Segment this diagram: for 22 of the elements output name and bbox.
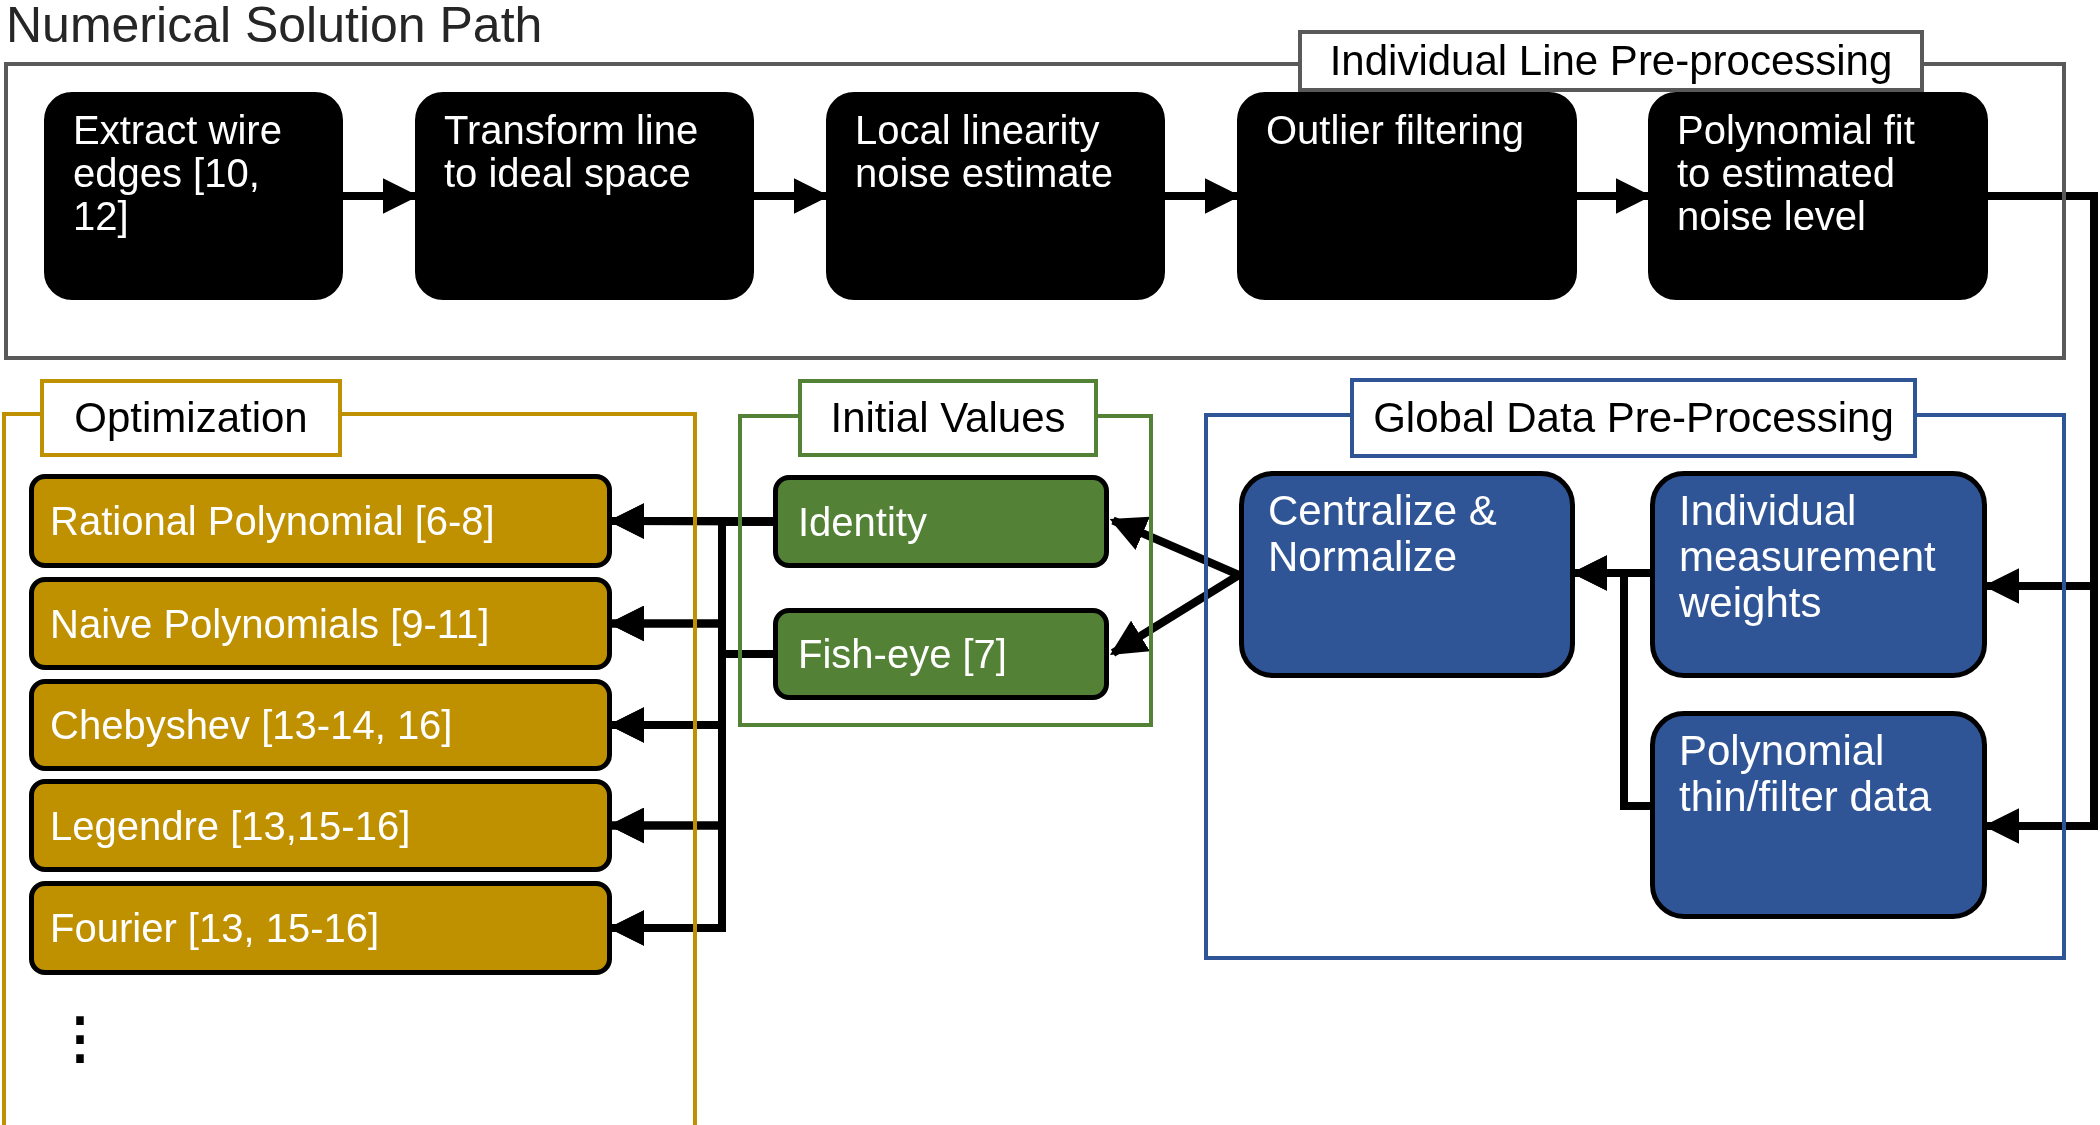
process-box: Polynomial fit to estimated noise level [1648, 92, 1988, 300]
ellipsis-label: ⋮ [52, 1010, 108, 1066]
process-box: Transform line to ideal space [415, 92, 754, 300]
process-box: Polynomial thin/filter data [1650, 711, 1987, 919]
diagram-title: Numerical Solution Path [6, 0, 543, 50]
process-box: Rational Polynomial [6-8] [29, 474, 612, 568]
process-box: Local linearity noise estimate [826, 92, 1165, 300]
process-box: Legendre [13,15-16] [29, 779, 612, 872]
process-box: Extract wire edges [10, 12] [44, 92, 343, 300]
process-box: Individual measurement weights [1650, 471, 1987, 678]
process-box: Identity [773, 475, 1109, 568]
group-heading: Individual Line Pre-processing [1298, 30, 1924, 92]
process-box: Centralize & Normalize [1239, 471, 1575, 678]
group-heading: Initial Values [798, 379, 1098, 457]
group-heading: Optimization [40, 379, 342, 457]
process-box: Fish-eye [7] [773, 608, 1109, 700]
group-heading: Global Data Pre-Processing [1350, 378, 1917, 458]
process-box: Naive Polynomials [9-11] [29, 577, 612, 670]
process-box: Fourier [13, 15-16] [29, 881, 612, 975]
process-box: Chebyshev [13-14, 16] [29, 679, 612, 771]
arrow [1109, 516, 1241, 579]
process-box: Outlier filtering [1237, 92, 1577, 300]
